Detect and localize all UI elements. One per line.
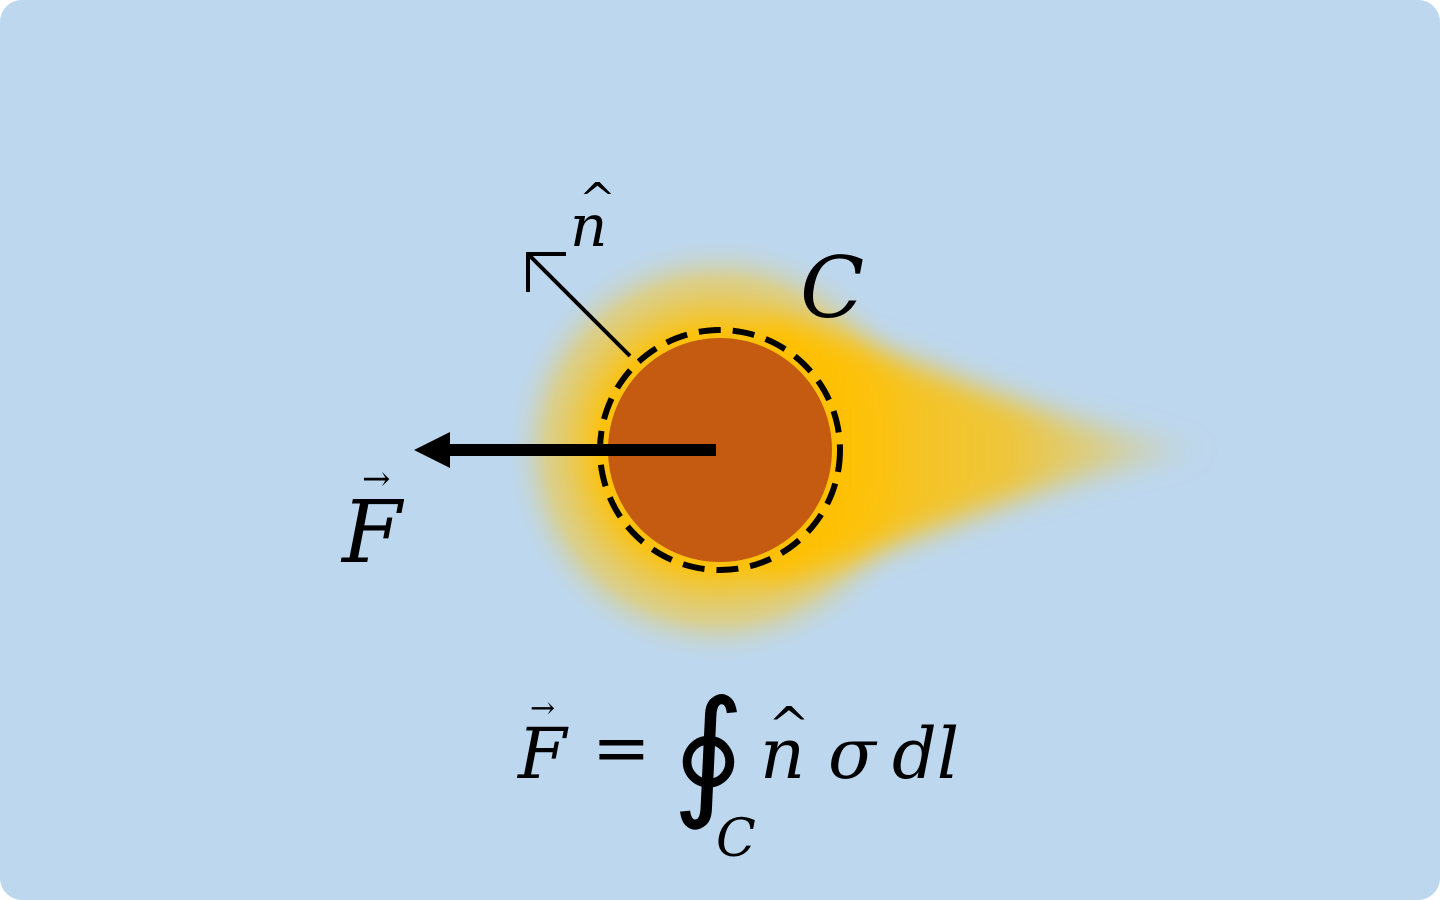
particle	[608, 338, 832, 562]
force-label: F →	[340, 459, 405, 583]
contour-label: C	[800, 239, 864, 337]
normal-label-hat: ^	[579, 174, 616, 225]
force-equation: F → = ∮ C n ^ σ dl	[516, 671, 959, 869]
normal-label: n ^	[570, 174, 616, 260]
normal-arrow-icon	[526, 252, 632, 358]
force-label-letter: F	[340, 483, 405, 583]
equation-lhs-arrow: →	[530, 691, 555, 726]
force-arrow-icon	[414, 432, 716, 468]
equation-integral: ∮	[672, 671, 745, 834]
equation-lhs: F	[516, 713, 569, 795]
equation-lower-limit: C	[716, 809, 756, 869]
force-label-arrow: →	[362, 459, 391, 499]
equation-differential: dl	[892, 713, 959, 795]
equation-stress: σ	[828, 713, 878, 795]
equation-equals: =	[592, 707, 651, 789]
equation-normal: n	[760, 713, 805, 795]
normal-label-letter: n	[570, 192, 607, 260]
equation-normal-hat: ^	[768, 696, 810, 754]
